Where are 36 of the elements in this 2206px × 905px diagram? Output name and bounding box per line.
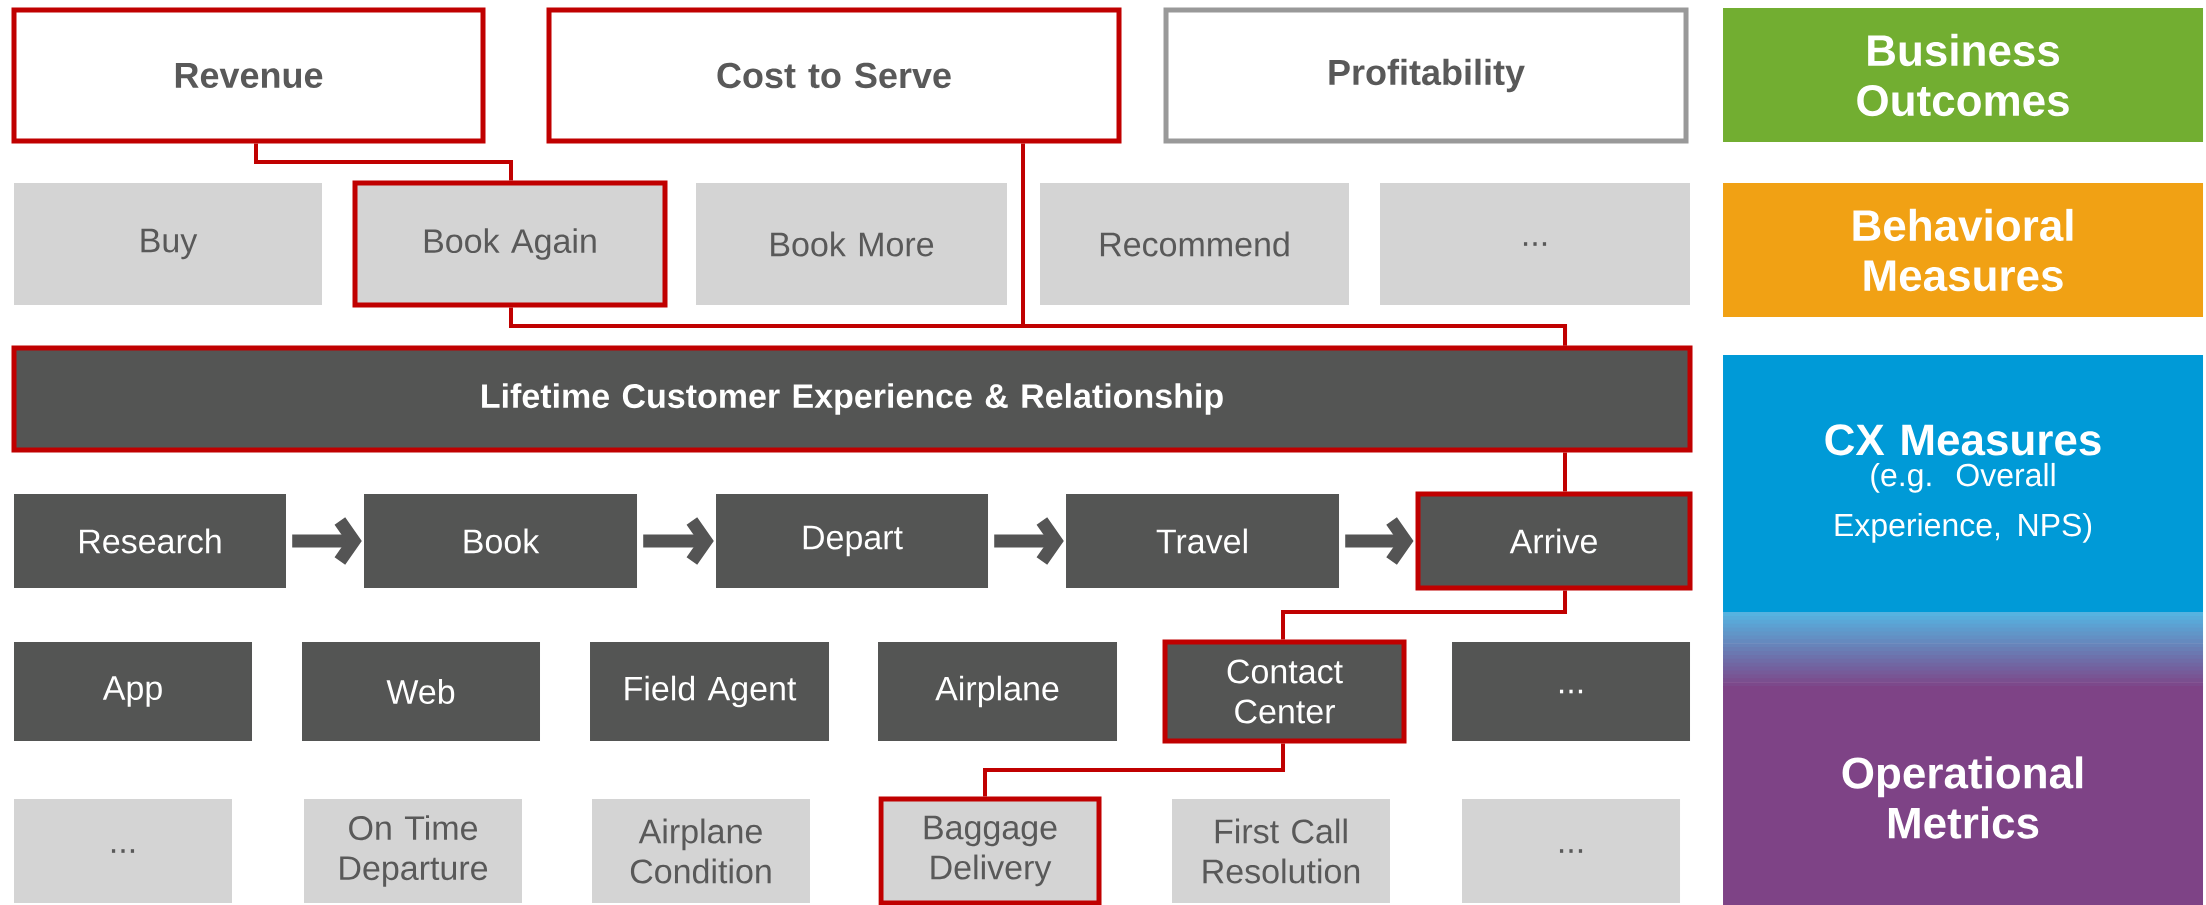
step-box: Field Agent: [590, 642, 829, 741]
step-box: Web: [302, 642, 540, 741]
step-box: Arrive: [1415, 491, 1693, 591]
step-box: Depart: [716, 494, 988, 588]
category-box: Operational Metrics: [1723, 690, 2204, 905]
connector-line: [1021, 143, 1567, 346]
step-box: Airplane: [878, 642, 1117, 741]
measure-box: Baggage Delivery: [878, 796, 1102, 905]
text-box: Profitability: [1163, 7, 1689, 144]
connector-line: [1563, 452, 1567, 492]
category-box: Behavioral Measures: [1723, 183, 2204, 317]
measure-box: First Call Resolution: [1172, 799, 1390, 903]
measure-box: Airplane Condition: [592, 799, 810, 903]
step-box: Book: [364, 494, 637, 588]
step-box: Contact Center: [1162, 639, 1407, 744]
step-box: ...: [1452, 642, 1690, 741]
measure-box: On Time Departure: [304, 799, 522, 903]
step-box: Research: [14, 494, 286, 588]
measure-box: Buy: [14, 183, 322, 305]
connector-line: [1281, 590, 1567, 640]
measure-box: Recommend: [1040, 183, 1349, 305]
banner-box: Lifetime Customer Experience & Relationship: [11, 345, 1693, 453]
category-box: Business Outcomes: [1723, 8, 2204, 142]
step-box: App: [14, 642, 252, 741]
text-box: Revenue: [11, 7, 486, 144]
connector-line: [983, 743, 1285, 797]
measure-box: Book More: [696, 183, 1007, 305]
category-box: CX Measures (e.g. Overall Experience, NPS): [1723, 355, 2204, 612]
measure-box: ...: [14, 799, 232, 903]
measure-box: ...: [1380, 183, 1690, 305]
connector-line: [254, 143, 513, 181]
text-box: Cost to Serve: [546, 7, 1122, 144]
measure-box: ...: [1462, 799, 1680, 903]
step-box: Travel: [1066, 494, 1339, 588]
measure-box: Book Again: [352, 180, 668, 308]
node-label: Operational Metrics: [1842, 756, 2083, 839]
